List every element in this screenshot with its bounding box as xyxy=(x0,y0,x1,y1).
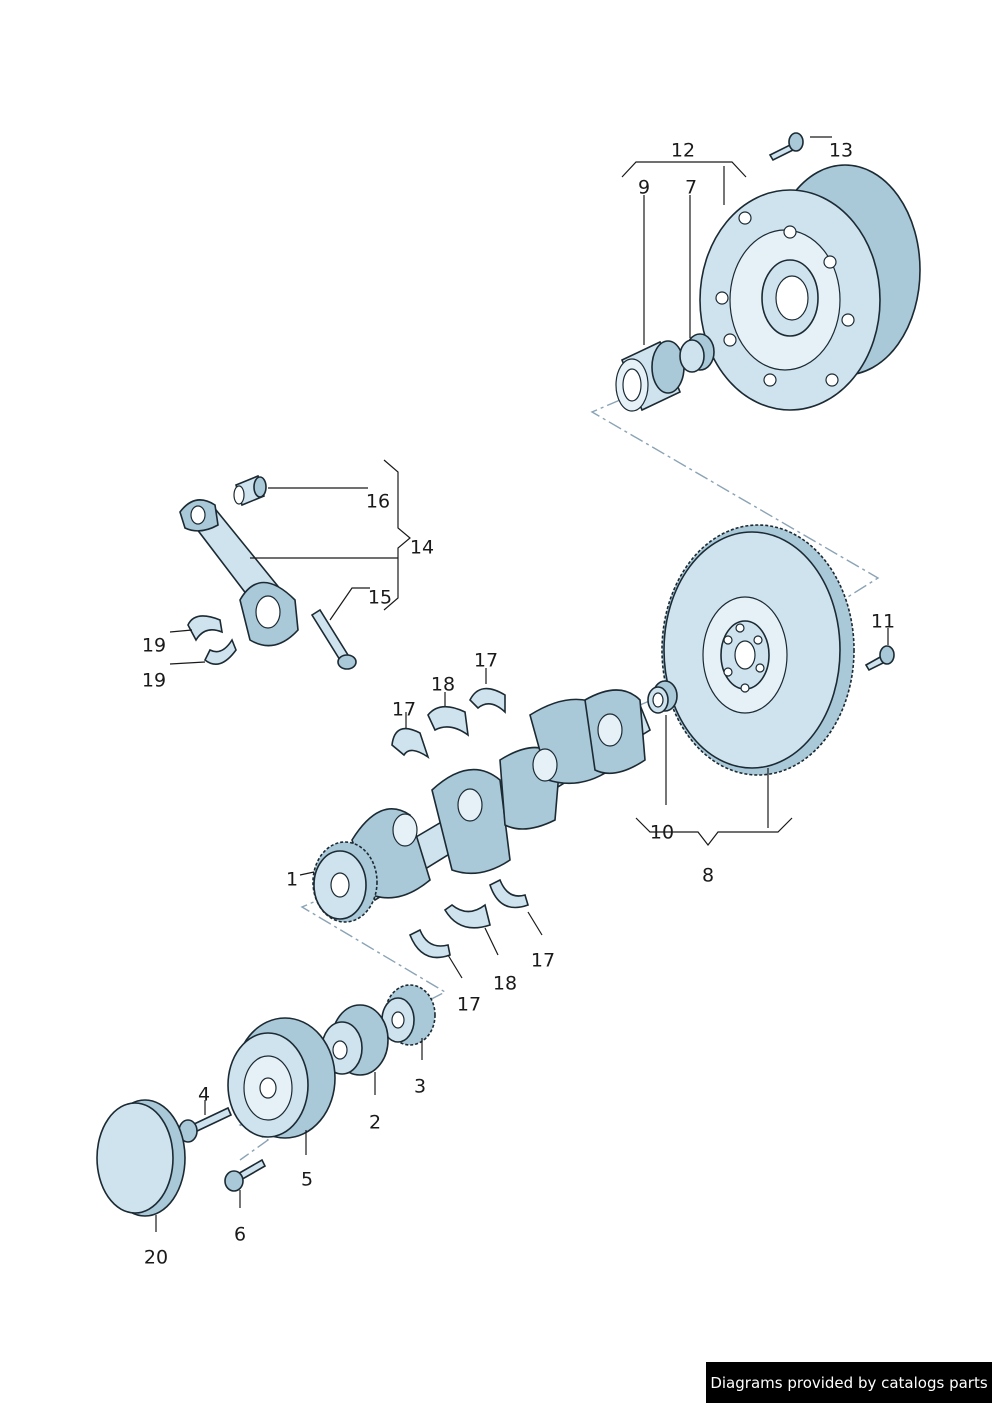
label-3: 3 xyxy=(414,1076,426,1098)
pilot-bearing-10 xyxy=(647,680,678,714)
cover-20 xyxy=(96,1099,186,1217)
label-11: 11 xyxy=(871,611,895,633)
needle-bearing-9 xyxy=(615,340,685,412)
label-9: 9 xyxy=(638,177,650,199)
thrust-washer-17-lower-left xyxy=(408,928,451,959)
label-12: 12 xyxy=(671,140,695,162)
label-18a: 18 xyxy=(431,674,455,696)
label-16: 16 xyxy=(366,491,390,513)
label-14: 14 xyxy=(410,537,434,559)
label-1: 1 xyxy=(286,869,298,891)
bearing-shell-19-lower xyxy=(203,638,237,666)
bearing-shell-19-upper xyxy=(187,615,224,642)
label-17b: 17 xyxy=(474,650,498,672)
thrust-washer-17-lower-right xyxy=(489,878,529,909)
bolt-4 xyxy=(178,1106,233,1143)
label-2: 2 xyxy=(369,1112,381,1134)
bearing-shell-18-lower xyxy=(443,903,491,929)
label-19b: 19 xyxy=(142,670,166,692)
hub-2 xyxy=(321,1004,389,1076)
connecting-rod xyxy=(179,499,299,647)
pulley-5 xyxy=(227,1017,336,1139)
label-7: 7 xyxy=(685,177,697,199)
crankshaft xyxy=(351,689,651,902)
bolt-11 xyxy=(864,645,895,672)
label-20: 20 xyxy=(144,1247,168,1269)
label-6: 6 xyxy=(234,1224,246,1246)
label-17a: 17 xyxy=(392,699,416,721)
label-13: 13 xyxy=(829,140,853,162)
label-17d: 17 xyxy=(457,994,481,1016)
flywheel-8 xyxy=(661,524,855,776)
label-19a: 19 xyxy=(142,635,166,657)
cap-7 xyxy=(679,333,715,373)
label-15: 15 xyxy=(368,587,392,609)
label-10: 10 xyxy=(650,822,674,844)
label-8: 8 xyxy=(702,865,714,887)
dual-mass-flywheel xyxy=(699,164,921,411)
bolt-13 xyxy=(768,132,804,162)
thrust-washer-17-upper-left xyxy=(391,727,430,759)
sprocket-3 xyxy=(381,984,436,1046)
label-5: 5 xyxy=(301,1169,313,1191)
label-18b: 18 xyxy=(493,973,517,995)
callout-labels: 1 2 3 4 5 6 7 8 9 10 11 12 13 14 15 16 1… xyxy=(142,140,895,1269)
bearing-shell-18-upper xyxy=(427,705,470,737)
label-17c: 17 xyxy=(531,950,555,972)
crank-sprocket-1 xyxy=(312,841,378,923)
thrust-washer-17-upper-right xyxy=(469,687,506,714)
conrod-bolt-15 xyxy=(310,608,357,670)
label-4: 4 xyxy=(198,1084,210,1106)
credit-banner: Diagrams provided by catalogs parts xyxy=(706,1362,992,1403)
leader-lines xyxy=(155,136,889,1232)
bushing-16 xyxy=(233,474,267,507)
bolt-6 xyxy=(224,1158,267,1192)
